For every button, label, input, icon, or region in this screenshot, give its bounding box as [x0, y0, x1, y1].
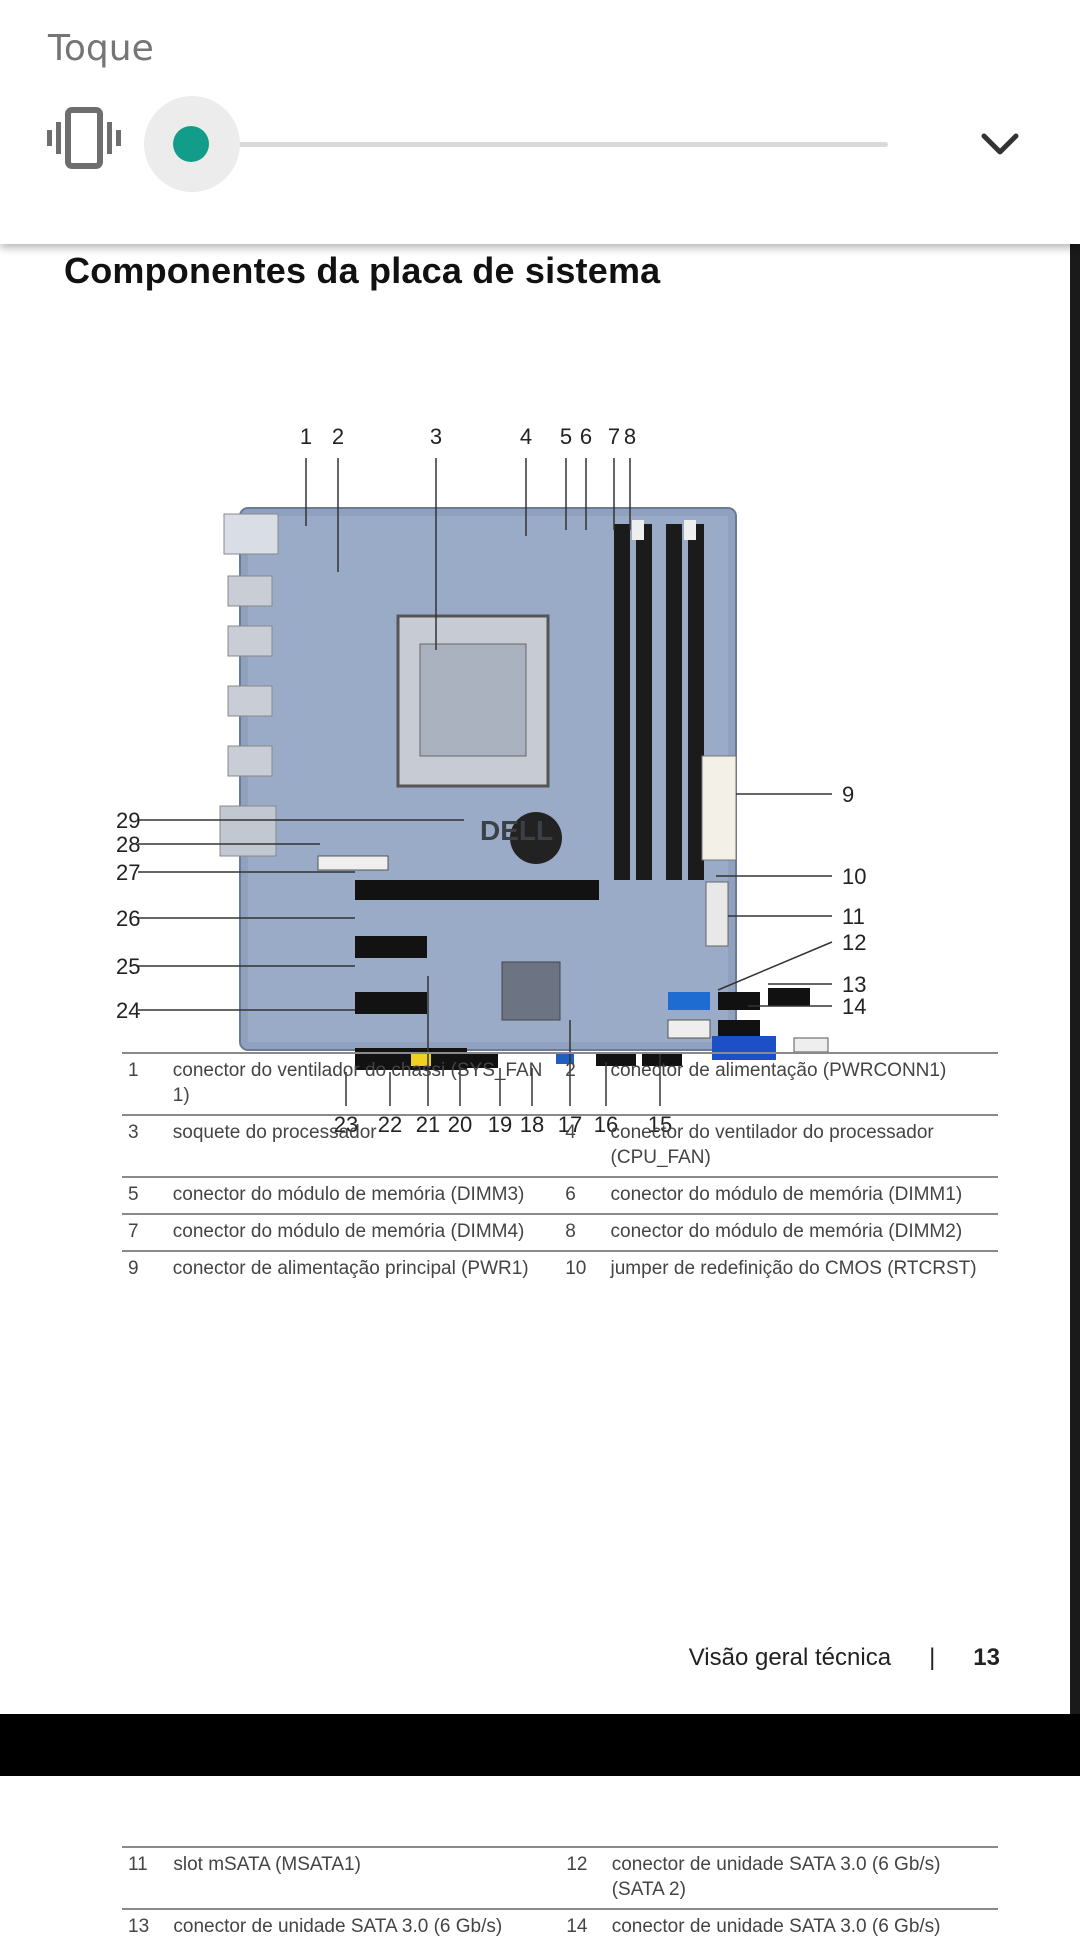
page-number: 13 [973, 1644, 1000, 1671]
footer-section: Visão geral técnica [688, 1644, 892, 1671]
item-number: 13 [128, 1916, 150, 1937]
page-gap [0, 1714, 1080, 1776]
item-number: 8 [565, 1221, 576, 1242]
item-description: slot mSATA (MSATA1) [173, 1854, 361, 1875]
volume-slider-thumb[interactable] [173, 126, 209, 162]
table-row: 1 conector do ventilador do chassi (SYS_F… [122, 1053, 998, 1115]
item-number: 9 [128, 1258, 139, 1279]
component-table: 1 conector do ventilador do chassi (SYS_F… [122, 1052, 998, 1287]
page-edge [1070, 244, 1080, 1714]
item-description: conector de alimentação principal (PWR1) [172, 1258, 529, 1279]
item-description: conector de unidade SATA 3.0 (6 Gb/s) (S… [611, 1854, 941, 1900]
callout-18: 18 [520, 1112, 544, 1137]
motherboard-diagram: DELL [116, 424, 866, 1137]
callout-23: 23 [334, 1112, 358, 1137]
page-footer: Visão geral técnica | 13 [689, 1644, 1000, 1672]
diagram-brand: DELL [480, 815, 553, 846]
callout-17: 17 [558, 1112, 582, 1137]
chevron-down-icon[interactable] [976, 124, 1024, 164]
table-row: 11 slot mSATA (MSATA1) 12 conector de unida… [122, 1847, 998, 1909]
callout-20: 20 [448, 1112, 472, 1137]
volume-panel: Toque [0, 0, 1080, 244]
table-row: 7 conector do módulo de memória (DIMM4) 8 c… [122, 1214, 998, 1251]
callout-6: 6 [580, 424, 592, 449]
item-number: 4 [565, 1122, 576, 1143]
component-table-continued: 11 slot mSATA (MSATA1) 12 conector de unida… [122, 1846, 998, 1945]
callout-4: 4 [520, 424, 532, 449]
callout-11: 11 [842, 904, 865, 929]
item-number: 2 [565, 1060, 576, 1081]
callout-28: 28 [116, 832, 140, 857]
callout-2: 2 [332, 424, 344, 449]
callout-7: 7 [608, 424, 620, 449]
callout-9: 9 [842, 782, 854, 807]
callout-22: 22 [378, 1112, 402, 1137]
item-number: 3 [128, 1122, 139, 1143]
callout-5: 5 [560, 424, 572, 449]
callout-13: 13 [842, 972, 866, 997]
table-row: 9 conector de alimentação principal (PWR1… [122, 1251, 998, 1287]
item-description: conector do ventilador do processador (C… [610, 1122, 934, 1168]
callout-3: 3 [430, 424, 442, 449]
callout-29: 29 [116, 808, 140, 833]
item-description: conector de unidade SATA 3.0 (6 Gb/s) [173, 1916, 503, 1937]
item-number: 6 [565, 1184, 576, 1205]
callout-14: 14 [842, 994, 866, 1019]
item-number: 11 [128, 1854, 148, 1875]
callout-10: 10 [842, 864, 866, 889]
callout-25: 25 [116, 954, 140, 979]
callout-27: 27 [116, 860, 140, 885]
callout-19: 19 [488, 1112, 512, 1137]
panel-title: Toque [48, 28, 154, 69]
item-description: conector de unidade SATA 3.0 (6 Gb/s) [611, 1916, 941, 1937]
table-row: 13 conector de unidade SATA 3.0 (6 Gb/s) 1… [122, 1909, 998, 1945]
callout-16: 16 [594, 1112, 618, 1137]
callout-12: 12 [842, 930, 866, 955]
callout-26: 26 [116, 906, 140, 931]
table-row: 3 soquete do processador 4 conector do vent… [122, 1115, 998, 1177]
volume-slider-track[interactable] [208, 142, 888, 147]
item-description: conector do módulo de memória (DIMM3) [172, 1184, 525, 1205]
item-number: 12 [566, 1854, 588, 1875]
item-description: conector do módulo de memória (DIMM1) [610, 1184, 963, 1205]
callout-24: 24 [116, 998, 140, 1023]
item-description: conector do módulo de memória (DIMM2) [610, 1221, 963, 1242]
page-heading: Componentes da placa de sistema [64, 250, 661, 291]
callout-15: 15 [648, 1112, 672, 1137]
document-page: Componentes da placa de sistema [0, 244, 1070, 1714]
item-description: soquete do processador [172, 1122, 377, 1143]
callout-1: 1 [300, 424, 312, 449]
item-number: 10 [565, 1258, 587, 1279]
item-number: 7 [128, 1221, 139, 1242]
table-row: 5 conector do módulo de memória (DIMM3) 6 c… [122, 1177, 998, 1214]
item-description: jumper de redefinição do CMOS (RTCRST) [610, 1258, 977, 1279]
item-number: 1 [128, 1060, 139, 1081]
item-number: 5 [128, 1184, 139, 1205]
callout-21: 21 [416, 1112, 440, 1137]
callout-8: 8 [624, 424, 636, 449]
footer-separator: | [929, 1644, 936, 1671]
item-description: conector do módulo de memória (DIMM4) [172, 1221, 525, 1242]
item-number: 14 [566, 1916, 588, 1937]
item-description: conector de alimentação (PWRCONN1) [610, 1060, 947, 1081]
next-page: 11 slot mSATA (MSATA1) 12 conector de unida… [0, 1776, 1080, 1937]
item-description: conector do ventilador do chassi (SYS_FA… [172, 1060, 543, 1106]
vibrate-icon[interactable] [46, 107, 122, 169]
